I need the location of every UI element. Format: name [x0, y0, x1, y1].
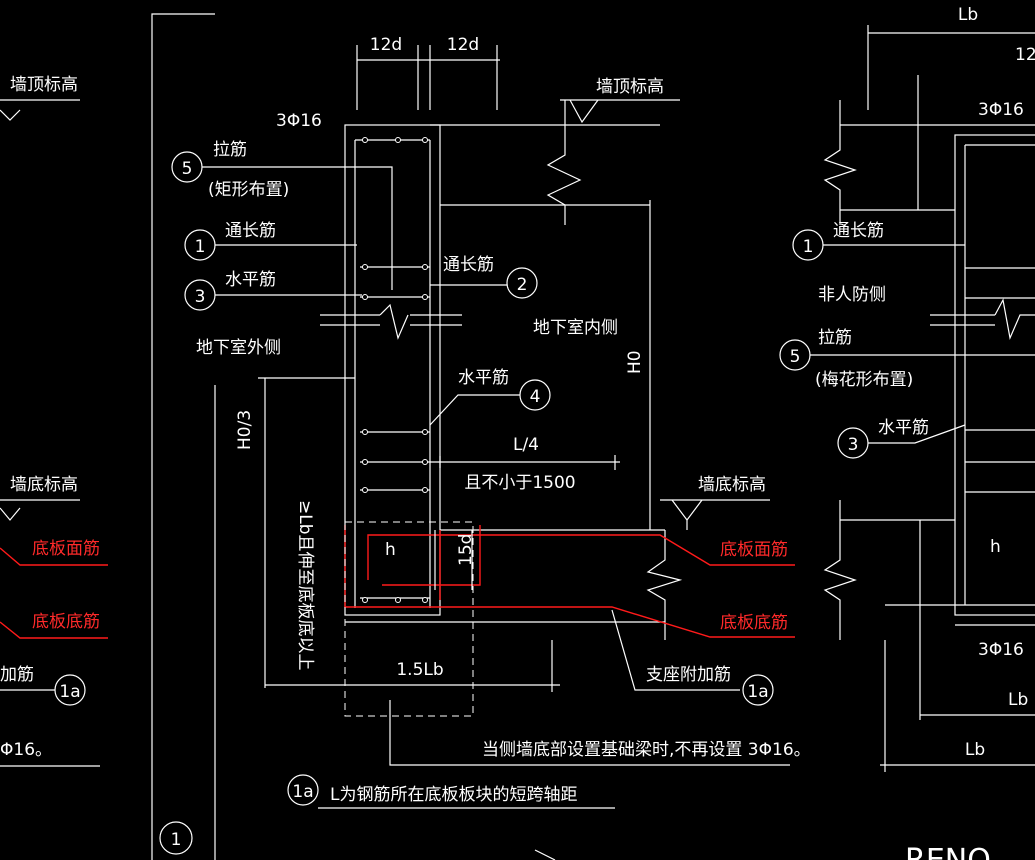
horizontal-bar-label-right: 水平筋 — [458, 368, 509, 388]
slab-bottom-bar-label: 底板底筋 — [720, 613, 788, 633]
note-marker-1a-label: 1a — [292, 782, 313, 802]
dim-15d: 15d — [456, 534, 476, 566]
wall-section — [344, 124, 441, 616]
left-partial-detail: 墙顶标高 墙底标高 底板面筋 底板底筋 加筋 1a Φ16。 — [0, 75, 108, 767]
dim-h-center: h — [385, 540, 396, 560]
right-marker-5-label: 5 — [790, 347, 801, 367]
left-wall-top-label: 墙顶标高 — [10, 75, 78, 95]
right-horizontal-bar-label: 水平筋 — [878, 418, 929, 438]
left-slab-bottom-bar-label: 底板底筋 — [32, 612, 100, 632]
marker-1a-label: 1a — [747, 682, 768, 702]
marker-2-label: 2 — [517, 275, 528, 295]
basement-outside-label: 地下室外侧 — [196, 338, 281, 358]
note-no-3phi16: 当侧墙底部设置基础梁时,不再设置 3Φ16。 — [482, 740, 811, 760]
drawing-frame — [151, 13, 215, 860]
marker-1-label: 1 — [195, 237, 206, 257]
marker-5-label: 5 — [182, 159, 193, 179]
red-slab-bars — [344, 525, 795, 638]
dim-min-1500: 且不小于1500 — [464, 473, 575, 493]
right-3phi16-top: 3Φ16 — [978, 100, 1024, 120]
horizontal-bar-label-left: 水平筋 — [225, 270, 276, 290]
dim-L4: L/4 — [513, 435, 539, 455]
marker-4-label: 4 — [530, 387, 541, 407]
right-wall-section — [954, 134, 1035, 616]
dim-12d-left: 12d — [370, 35, 402, 55]
dim-H0: H0 — [625, 350, 645, 374]
wall-top-elev-label: 墙顶标高 — [596, 77, 664, 97]
right-dim-Lb-bottom: Lb — [965, 740, 985, 760]
plum-layout-label: (梅花形布置) — [815, 370, 913, 390]
right-marker-3-label: 3 — [848, 435, 859, 455]
dim-1-5Lb: 1.5Lb — [396, 660, 443, 680]
foundation-beam-dashed — [344, 521, 474, 717]
right-3phi16-bottom: 3Φ16 — [978, 640, 1024, 660]
right-marker-1-label: 1 — [803, 237, 814, 257]
right-through-bar-label: 通长筋 — [833, 221, 884, 241]
left-wall-bottom-label: 墙底标高 — [10, 475, 78, 495]
note-marker-1a — [287, 774, 319, 806]
marker-3-label: 3 — [195, 287, 206, 307]
left-slab-top-bar-label: 底板面筋 — [32, 539, 100, 559]
marker-2 — [506, 267, 538, 299]
vertical-note: ≥Lb且伸至底板底以上 — [295, 500, 315, 671]
right-dim-h: h — [990, 537, 1001, 557]
marker-1a — [742, 674, 774, 706]
right-partial-detail: Lb 12d 3Φ16 1 通长筋 非人防侧 5 拉筋 (梅花形布置) 3 水平… — [779, 5, 1035, 860]
non-blast-side-label: 非人防侧 — [818, 285, 886, 305]
through-bar-label-left: 通长筋 — [225, 221, 276, 241]
rebar-dots — [362, 137, 428, 603]
left-cut-label: 加筋 — [0, 665, 34, 685]
right-bottom-cut-text: RENO — [905, 843, 991, 860]
wall-bottom-elev-label: 墙底标高 — [698, 475, 766, 495]
right-dim-12d: 12d — [1015, 45, 1035, 65]
tie-bar-label: 拉筋 — [213, 140, 247, 160]
basement-inside-label: 地下室内侧 — [533, 318, 618, 338]
label-3phi16-top: 3Φ16 — [276, 111, 322, 131]
through-bar-label-right: 通长筋 — [443, 255, 494, 275]
left-note-tail: Φ16。 — [0, 740, 52, 760]
note-L: L为钢筋所在底板板块的短跨轴距 — [330, 785, 577, 805]
dim-H0-3: H0/3 — [235, 410, 255, 450]
bottom-marker-1 — [159, 821, 193, 855]
center-main-detail: 12d 12d 墙顶标高 3Φ16 — [159, 35, 811, 860]
dim-12d-right: 12d — [447, 35, 479, 55]
left-marker-1a — [54, 674, 86, 706]
bottom-marker-1-label: 1 — [171, 830, 182, 850]
right-dim-Lb-top: Lb — [958, 5, 978, 25]
horizontal-bars — [360, 266, 430, 599]
rect-layout-label: (矩形布置) — [208, 180, 289, 200]
support-extra-bar-label: 支座附加筋 — [646, 665, 731, 685]
marker-4 — [519, 379, 551, 411]
right-dim-Lb-mid: Lb — [1008, 690, 1028, 710]
right-tie-bar-label: 拉筋 — [818, 328, 852, 348]
slab-top-bar-label: 底板面筋 — [720, 540, 788, 560]
left-marker-1a-label: 1a — [59, 682, 80, 702]
right-marker-3 — [837, 427, 869, 459]
